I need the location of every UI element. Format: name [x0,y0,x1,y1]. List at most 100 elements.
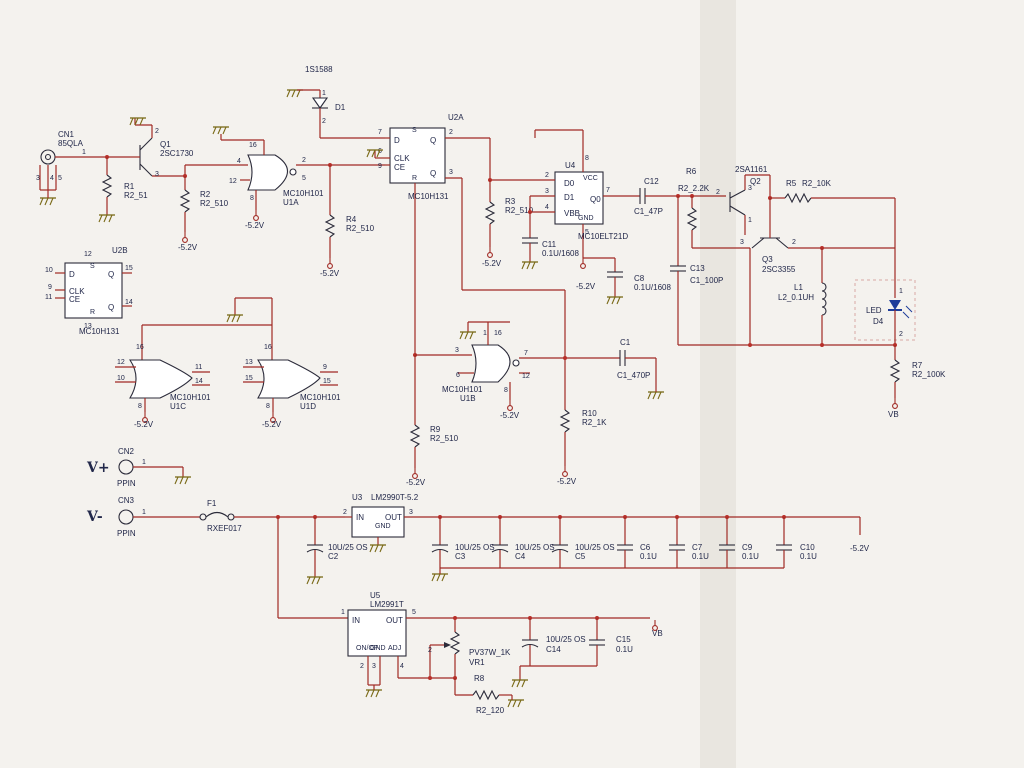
ground-icon [174,476,192,485]
parts-c4-value-label: 10U/25 OS [515,543,555,552]
parts-r2-value-label: R2_510 [200,199,229,208]
ground-icon [306,576,324,585]
pins-s-label: S [90,263,95,270]
capacitor-c12: C12 C1_47P [634,177,726,216]
parts-u3-value-label: LM2990T-5.2 [371,493,419,502]
parts-u4-value-label: MC10ELT21D [578,232,628,241]
parts-q3-value-label: 2SC3355 [762,265,796,274]
pins-n15-label: 15 [245,375,253,382]
ground-icon [511,679,529,688]
resistor-r3: -5.2V R3 R2_510 [482,180,534,268]
potentiometer-vr1: 2 PV37W_1K VR1 [428,618,511,678]
transistor-q2: 2 31 Q2 2SA1161 [716,165,770,235]
power-pin-icon [182,231,188,243]
pins-qb-label: Q [430,169,436,178]
capacitor-c2: 10U/25 OS C2 [306,517,368,585]
parts-d4-ref-label: D4 [873,317,884,326]
nets-neg-label: -5.2V [245,221,265,230]
pins-d1-label: D1 [564,193,575,202]
cn1-value: 85QLA [58,139,84,148]
parts-c6-ref-label: C6 [640,543,651,552]
pins-n2-label: 2 [343,509,347,516]
parts-f1-ref-label: F1 [207,499,217,508]
capacitor-c1: C1 C1_470P [617,338,665,400]
resistor-r6: R6 R2_2.2K [678,167,750,249]
pins-clk-label: CLK [394,154,410,163]
parts-cn2-ref-label: CN2 [118,447,135,456]
parts-c15-ref-label: C15 [616,635,631,644]
pins-n1-label: 1 [322,90,326,97]
parts-r9-ref-label: R9 [430,425,441,434]
parts-c5-value-label: 10U/25 OS [575,543,615,552]
parts-r8-value-label: R2_120 [476,706,505,715]
diode-d1: 1S1588 D1 12 [286,65,385,139]
parts-c1-value-label: C1_470P [617,371,650,380]
parts-u4-ref-label: U4 [565,161,576,170]
pins-n6-label: 6 [456,372,460,379]
parts-u1a-ref-label: U1A [283,198,299,207]
nets-neg-label: -5.2V [178,243,198,252]
parts-u1d-value-label: MC10H101 [300,393,341,402]
resistor-r9: -5.2V R9 R2_510 [406,355,459,487]
parts-q1-ref-label: Q1 [160,140,171,149]
parts-c7-ref-label: C7 [692,543,703,552]
parts-r9-value-label: R2_510 [430,434,459,443]
pins-n1-label: 1 [142,509,146,516]
parts-u3-ref-label: U3 [352,493,363,502]
pins-n3-label: 3 [449,169,453,176]
pins-n15-label: 15 [323,378,331,385]
parts-c15-value-label: 0.1U [616,645,633,654]
parts-u5-value-label: LM2991T [370,600,404,609]
resistor-r8: R8 R2_120 [472,674,525,715]
parts-c13-ref-label: C13 [690,264,705,273]
parts-c11-ref-label: C11 [542,240,557,249]
vminus-label: V- [86,509,103,525]
transistor-q1: 23 Q1 2SC1730 [129,117,194,178]
parts-r7-ref-label: R7 [912,361,923,370]
nets-neg-label: -5.2V [320,269,340,278]
parts-u2b-ref-label: U2B [112,246,128,255]
pins-d-label: D [69,270,75,279]
nets-neg-label: -5.2V [262,420,282,429]
parts-c5-ref-label: C5 [575,552,586,561]
parts-c12-value-label: C1_47P [634,207,663,216]
parts-c3-ref-label: C3 [455,552,466,561]
parts-r5-value-label: R2_10K [802,179,832,188]
pins-n9-label: 9 [48,284,52,291]
parts-r3-ref-label: R3 [505,197,516,206]
nets-neg-label: -5.2V [557,477,577,486]
connector-cn3: 1 CN3 PPIN [117,496,200,538]
parts-c2-value-label: 10U/25 OS [328,543,368,552]
pins-n2-label: 2 [449,129,453,136]
nets-neg-label: -5.2V [500,411,520,420]
pins-n2-label: 2 [302,157,306,164]
pins-n9-label: 9 [323,364,327,371]
pins-ce-label: CE [394,163,405,172]
ground-icon [39,197,57,206]
pins-n12-label: 12 [117,359,125,366]
pins-n2-label: 2 [155,128,159,135]
parts-c9-ref-label: C9 [742,543,753,552]
pins-r-label: R [412,175,417,182]
parts-cn3-ref-label: CN3 [118,496,135,505]
capacitor-c8: C8 0.1U/1608 [606,258,671,305]
pins-n5-label: 5 [58,175,62,182]
pins-n8-label: 8 [504,387,508,394]
pins-n1-label: 1 [748,217,752,224]
resistor-r4: -5.2V R4 R2_510 [320,165,375,278]
nets-neg-label: -5.2V [482,259,502,268]
parts-c6-value-label: 0.1U [640,552,657,561]
pins-n3-label: 3 [372,663,376,670]
paper-fold [700,0,736,768]
pins-adj-label: ADJ [388,645,401,652]
pins-out-label: OUT [386,616,403,625]
pins-n5-label: 5 [585,229,589,236]
parts-q3-ref-label: Q3 [762,255,773,264]
parts-r3-value-label: R2_510 [505,206,534,215]
